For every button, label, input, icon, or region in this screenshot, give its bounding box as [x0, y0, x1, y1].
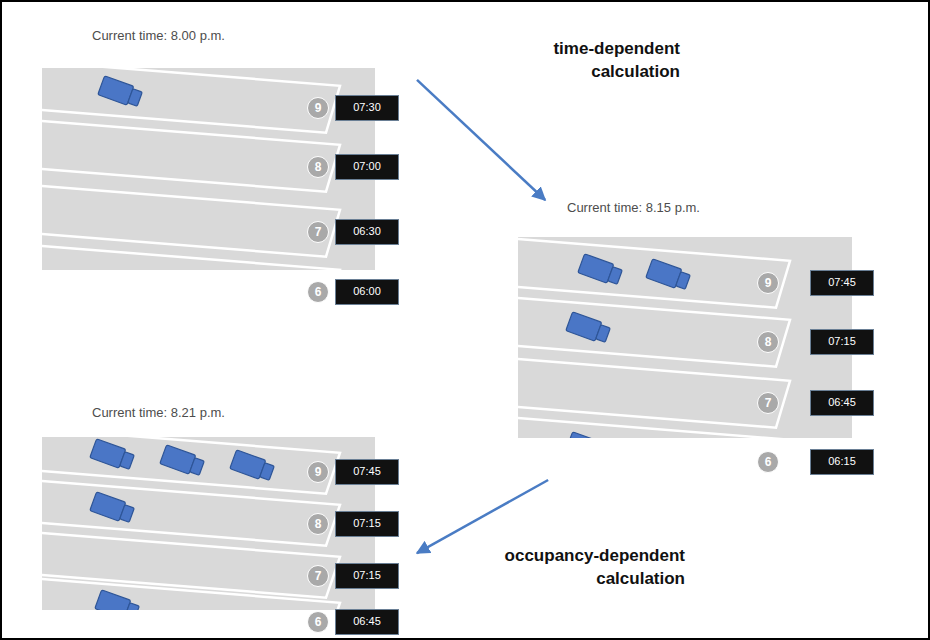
time-display: 07:45 — [335, 459, 399, 484]
parking-time: 07:00 — [353, 160, 381, 172]
time-display: 06:45 — [810, 390, 874, 415]
lane-number-circle: 6 — [757, 451, 779, 473]
parking-time: 07:45 — [353, 465, 381, 477]
time-display: 07:30 — [335, 95, 399, 120]
time-display: 06:30 — [335, 219, 399, 244]
parking-time: 07:15 — [828, 335, 856, 347]
car — [566, 312, 611, 345]
lane-number: 9 — [765, 277, 772, 289]
parking-lane — [42, 119, 340, 191]
lane-number: 6 — [315, 616, 322, 628]
parking-panel: Current time: 8.00 p.m. 9 07:30 8 07:00 7 06:3… — [42, 28, 417, 310]
lane-number-circle: 9 — [307, 97, 329, 119]
parking-lane — [42, 577, 340, 610]
parking-time: 06:15 — [828, 455, 856, 467]
lane-number: 7 — [765, 397, 772, 409]
car-front — [190, 458, 205, 476]
time-display: 06:45 — [335, 609, 399, 634]
parking-lane — [518, 296, 790, 366]
lane-number-circle: 8 — [757, 331, 779, 353]
car-front — [260, 463, 275, 481]
parking-lane — [42, 68, 340, 133]
parking-lane — [518, 237, 790, 307]
parking-lane — [42, 244, 340, 270]
car-front — [120, 505, 135, 523]
parking-lane — [518, 357, 790, 427]
parking-ground — [518, 237, 852, 438]
car — [160, 445, 205, 478]
time-display: 07:00 — [335, 154, 399, 179]
lane-number: 8 — [765, 336, 772, 348]
lane-number: 9 — [315, 466, 322, 478]
current-time-heading: Current time: 8.00 p.m. — [92, 28, 225, 43]
parking-lane — [42, 184, 340, 256]
car-body — [95, 590, 131, 610]
lane-number-circle: 9 — [757, 272, 779, 294]
lane-number: 9 — [315, 102, 322, 114]
parking-time: 07:30 — [353, 101, 381, 113]
car — [578, 254, 623, 287]
car-body — [566, 432, 602, 438]
calculation-label: time-dependent calculation — [515, 38, 680, 84]
car — [90, 492, 135, 525]
car — [95, 590, 140, 610]
parking-time: 06:30 — [353, 225, 381, 237]
time-display: 07:45 — [810, 270, 874, 295]
lane-number: 6 — [765, 456, 772, 468]
lane-number: 8 — [315, 161, 322, 173]
car-front — [128, 89, 143, 107]
parking-lane — [518, 416, 790, 438]
parking-time: 06:45 — [353, 615, 381, 627]
time-display: 07:15 — [335, 563, 399, 588]
parking-lane — [42, 531, 340, 597]
lane-number: 7 — [315, 570, 322, 582]
car-front — [608, 267, 623, 285]
time-display: 07:15 — [335, 511, 399, 536]
lane-number-circle: 6 — [307, 611, 329, 633]
current-time-heading: Current time: 8.21 p.m. — [92, 405, 225, 420]
lane-number-circle: 7 — [757, 392, 779, 414]
parking-time: 07:45 — [828, 276, 856, 288]
parking-panel: Current time: 8.15 p.m. 9 07:45 8 07:15 7 06:4… — [518, 200, 890, 480]
car — [90, 439, 135, 472]
parking-panel: Current time: 8.21 p.m. 9 07:45 8 07:15 7 07:1… — [42, 405, 417, 640]
time-display: 06:15 — [810, 449, 874, 474]
lane-number: 7 — [315, 226, 322, 238]
time-display: 07:15 — [810, 329, 874, 354]
lane-number-circle: 9 — [307, 461, 329, 483]
lane-number-circle: 7 — [307, 565, 329, 587]
car — [230, 450, 275, 483]
time-display: 06:00 — [335, 279, 399, 304]
flow-arrow — [417, 480, 548, 553]
car-front — [120, 452, 135, 470]
car-front — [676, 272, 691, 290]
car — [646, 259, 691, 292]
lane-number: 6 — [315, 286, 322, 298]
parking-illustration — [518, 237, 852, 475]
lane-number: 8 — [315, 518, 322, 530]
car-front — [125, 603, 140, 610]
car-front — [596, 325, 611, 343]
car — [566, 432, 611, 438]
lane-number-circle: 6 — [307, 281, 329, 303]
lane-number-circle: 8 — [307, 513, 329, 535]
car — [98, 76, 143, 109]
calculation-label: occupancy-dependent calculation — [480, 545, 685, 591]
lane-number-circle: 7 — [307, 221, 329, 243]
parking-time: 06:45 — [828, 396, 856, 408]
parking-time: 07:15 — [353, 517, 381, 529]
lane-number-circle: 8 — [307, 156, 329, 178]
current-time-heading: Current time: 8.15 p.m. — [567, 200, 700, 215]
parking-ground — [42, 68, 375, 270]
parking-time: 06:00 — [353, 285, 381, 297]
flow-arrow — [417, 80, 545, 200]
parking-time: 07:15 — [353, 569, 381, 581]
